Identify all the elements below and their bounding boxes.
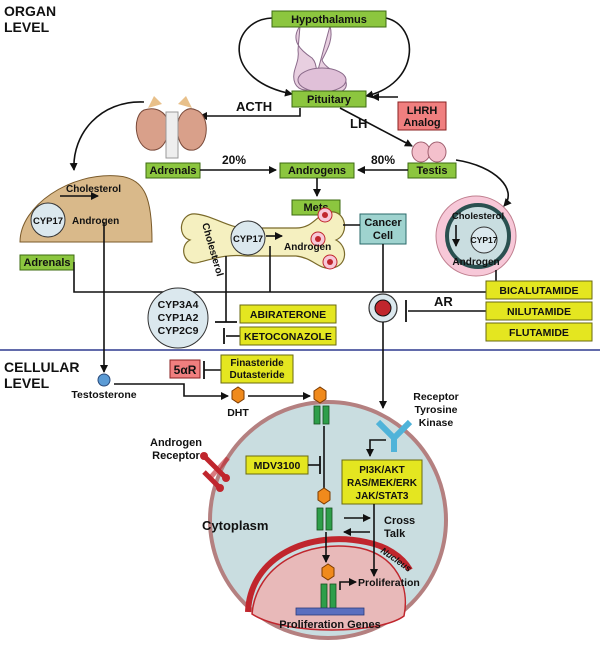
androgen-collector-line <box>73 262 497 293</box>
acth-label: ACTH <box>236 99 272 114</box>
hypothalamus-label: Hypothalamus <box>291 14 367 26</box>
reductase-box <box>169 359 201 379</box>
cellular-level-heading-1: CELLULAR <box>4 359 79 375</box>
bicalutamide-label: BICALUTAMIDE <box>499 285 578 297</box>
feedback-loop-left <box>238 17 293 97</box>
feedback-loop-right <box>365 17 411 99</box>
testis-label: Testis <box>417 165 448 177</box>
lh-arrow <box>339 107 413 147</box>
androgen-receptor-label-1: Androgen <box>150 437 202 449</box>
acth-arrow <box>199 108 301 120</box>
rtk-label-2: Tyrosine <box>415 404 458 416</box>
rtk-label-3: Kinase <box>419 417 454 429</box>
cyp3a4-label: CYP3A4 <box>158 299 199 311</box>
mdv3100-label: MDV3100 <box>254 460 301 472</box>
testis-androgen-label: Androgen <box>452 257 499 268</box>
adrenal-glands-illustration <box>135 96 207 159</box>
cytoplasm-label: Cytoplasm <box>202 518 268 533</box>
ketoconazole-label: KETOCONAZOLE <box>244 331 332 343</box>
mets-cyp17-enzyme <box>230 220 266 256</box>
pi3k-label: PI3K/AKT <box>359 465 405 476</box>
cyp1a2-label: CYP1A2 <box>158 312 199 324</box>
proliferation-label: Proliferation <box>358 577 420 589</box>
cytoplasm-receptor <box>316 487 333 531</box>
pituitary-gland-illustration <box>293 24 347 93</box>
adrenals-left-label: Adrenals <box>23 257 70 269</box>
testis-cholesterol-label: Cholesterol <box>452 211 504 222</box>
ras-label: RAS/MEK/ERK <box>347 478 418 489</box>
testis-cyp17-enzyme <box>470 226 498 254</box>
cellular-level-heading-2: LEVEL <box>4 375 50 391</box>
dht-molecule <box>231 386 245 404</box>
cyp-enzyme-cluster <box>147 287 209 349</box>
testis-illustration <box>411 141 447 163</box>
nuclear-envelope <box>245 536 413 613</box>
organ-level-heading-2: LEVEL <box>4 19 50 35</box>
nilutamide-label: NILUTAMIDE <box>507 306 571 318</box>
androgen-receptor-label-2: Receptor <box>152 450 200 462</box>
proliferation-arrow <box>339 578 357 590</box>
membrane-receptor <box>313 386 330 425</box>
testis-cyp17-label: CYP17 <box>471 235 498 245</box>
reductase-label: 5αR <box>174 363 197 377</box>
dutasteride-label: Dutasteride <box>229 370 284 381</box>
cyp2c9-label: CYP2C9 <box>158 325 199 337</box>
ar-label: AR <box>434 294 453 309</box>
dna-promoter <box>295 607 365 616</box>
dht-label: DHT <box>227 407 249 419</box>
talk-label: Talk <box>384 528 406 540</box>
nucleus <box>251 545 407 631</box>
flutamide-box <box>485 322 593 342</box>
lhrh-label: LHRH <box>407 105 438 117</box>
adrenal-to-tissue-arrow <box>69 101 145 171</box>
organ-level-heading-1: ORGAN <box>4 3 56 19</box>
mets-androgen-label: Androgen <box>284 242 331 253</box>
cancer-label: Cancer <box>364 217 402 229</box>
androgen-receptor-icon <box>200 452 230 492</box>
abiraterone-label: ABIRATERONE <box>250 309 326 321</box>
nuclear-receptor <box>320 563 337 609</box>
adrenal-cyp17-label: CYP17 <box>33 216 63 227</box>
lh-label: LH <box>350 116 367 131</box>
cross-label: Cross <box>384 515 415 527</box>
rtk-label-1: Receptor <box>413 391 459 403</box>
cancer-cell-box <box>359 213 407 245</box>
adrenals-top-label: Adrenals <box>149 165 196 177</box>
adrenal-cholesterol-label: Cholesterol <box>66 184 121 195</box>
analog-label: Analog <box>403 117 440 129</box>
adrenal-cyp17-enzyme <box>30 202 66 238</box>
pct20-label: 20% <box>222 153 246 167</box>
finasteride-label: Finasteride <box>230 358 284 369</box>
mets-cyp17-label: CYP17 <box>233 234 263 245</box>
ar-receptor-core <box>374 299 392 317</box>
androgens-label: Androgens <box>288 165 346 177</box>
nilutamide-box <box>485 301 593 321</box>
proliferation-genes-label: Proliferation Genes <box>279 619 380 631</box>
adrenal-androgen-label: Androgen <box>72 216 119 227</box>
flutamide-label: FLUTAMIDE <box>509 327 569 339</box>
finasteride-box <box>220 354 294 384</box>
testosterone-dht-arrow <box>114 383 229 400</box>
ketoconazole-box <box>239 326 337 346</box>
bicalutamide-box <box>485 280 593 300</box>
pituitary-box <box>291 90 367 108</box>
cell-label: Cell <box>373 230 393 242</box>
abiraterone-box <box>239 304 337 324</box>
jak-label: JAK/STAT3 <box>356 491 409 502</box>
rtk-pathway-arrow <box>366 439 386 457</box>
pct80-label: 80% <box>371 153 395 167</box>
hypothalamus-box <box>271 10 387 28</box>
signaling-pathways-box <box>341 459 423 505</box>
testosterone-molecule <box>97 373 111 387</box>
testis-to-cell-arrow <box>455 159 512 207</box>
lhrh-analog-box <box>397 101 447 131</box>
testosterone-label: Testosterone <box>71 389 136 401</box>
pituitary-label: Pituitary <box>307 94 352 106</box>
